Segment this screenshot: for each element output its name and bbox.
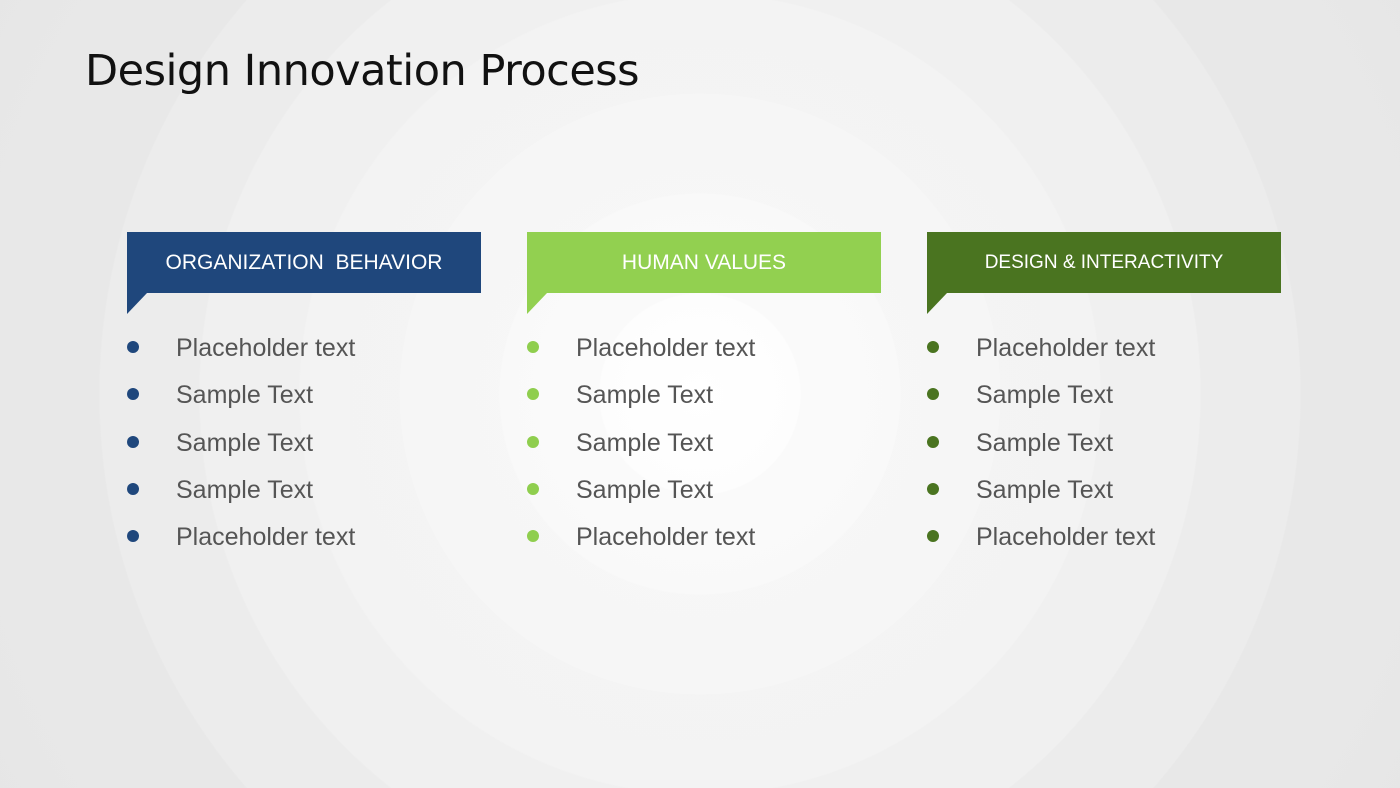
bullet-text: Placeholder text [976,523,1156,552]
bullet-text: Sample Text [176,475,314,504]
bullet-text: Sample Text [576,475,714,504]
bullet-dot-icon [927,435,939,448]
callout-header: HUMAN VALUES [527,232,881,314]
bullet-text: Placeholder text [976,334,1156,362]
bullet-dot-icon [127,482,139,495]
bullet-dot-icon [127,388,139,401]
callout-notch [927,293,947,314]
column-organization-behavior: ORGANIZATION BEHAVIOR Placeholder text S… [127,232,483,551]
callout-notch [127,293,147,314]
bullet-text: Sample Text [576,428,714,457]
bullet-dot-icon [527,435,539,448]
column-design-interactivity: DESIGN & INTERACTIVITY Placeholder text … [927,232,1283,551]
bullet-text: Placeholder text [576,334,756,362]
bullet-text: Sample Text [976,428,1114,457]
bullet-dot-icon [527,482,539,495]
bullet-dot-icon [927,482,939,495]
bullet-dot-icon [927,341,939,353]
bullet-text: Placeholder text [176,334,356,362]
bullet-text: Sample Text [976,475,1114,504]
bullet-text: Placeholder text [576,523,756,552]
bullet-text: Sample Text [176,381,314,410]
callout-label: HUMAN VALUES [621,250,787,274]
bullet-dot-icon [127,530,139,543]
column-human-values: HUMAN VALUES Placeholder text Sample Tex… [527,232,883,551]
callout-label: ORGANIZATION BEHAVIOR [165,250,443,274]
callout-header: DESIGN & INTERACTIVITY [927,232,1281,314]
bullet-text: Sample Text [576,381,714,410]
callout-notch [527,293,547,314]
bullet-dot-icon [527,341,539,353]
bullet-text: Sample Text [976,381,1114,410]
bullet-dot-icon [127,435,139,448]
bullet-dot-icon [927,388,939,401]
bullet-dot-icon [127,341,139,353]
callout-label: DESIGN & INTERACTIVITY [984,251,1224,273]
callout-header: ORGANIZATION BEHAVIOR [127,232,481,314]
bullet-text: Placeholder text [176,523,356,552]
bullet-dot-icon [527,530,539,543]
bullet-text: Sample Text [176,428,314,457]
bullet-dot-icon [527,388,539,401]
slide-title: Design Innovation Process [85,46,640,96]
bullet-dot-icon [927,530,939,543]
